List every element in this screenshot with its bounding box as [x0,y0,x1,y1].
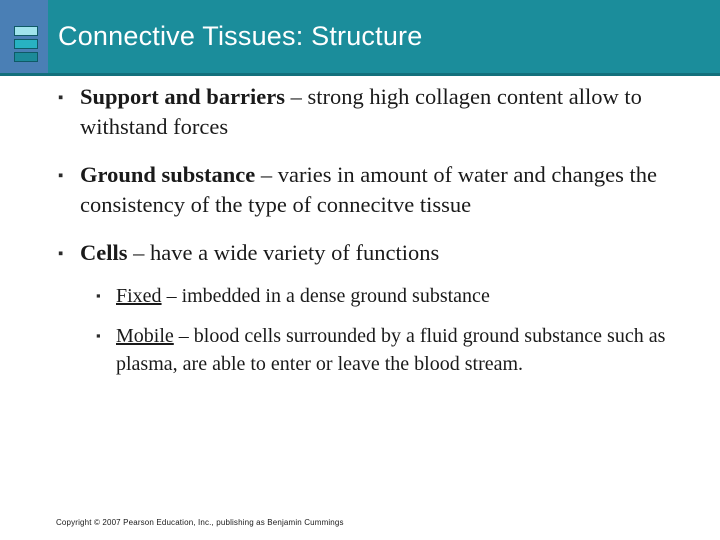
bullet-text: – varies in amount of water and changes … [80,162,658,217]
stacked-bars-icon-bar-2 [14,39,38,49]
bullet-text: – have a wide variety of functions [127,240,440,265]
bullet-marker-icon: ▪ [96,288,101,303]
stacked-bars-icon-bar-1 [14,26,38,36]
bullet-lead: Cells [80,240,128,265]
sub-bullet-text: – imbedded in a dense ground substance [161,285,490,307]
header-icon-panel [0,0,48,73]
bullet-marker-icon: ▪ [58,245,64,262]
slide-title: Connective Tissues: Structure [58,21,423,51]
slide-header: Connective Tissues: Structure [0,0,720,76]
bullet-item: ▪ Ground substance – varies in amount of… [0,160,720,220]
sub-bullet-lead: Fixed [116,285,162,307]
bullet-text: – strong high collagen content allow to … [80,84,642,139]
sub-bullet-text: – blood cells surrounded by a fluid grou… [116,325,666,375]
stacked-bars-icon-bar-3 [14,52,38,62]
sub-bullet-group: ▪ Fixed – imbedded in a dense ground sub… [0,282,720,378]
bullet-item: ▪ Cells – have a wide variety of functio… [0,238,720,268]
bullet-marker-icon: ▪ [58,89,64,106]
sub-bullet-lead: Mobile [116,325,174,347]
stacked-bars-icon [14,26,38,64]
bullet-marker-icon: ▪ [58,167,64,184]
bullet-item: ▪ Support and barriers – strong high col… [0,82,720,142]
bullet-lead: Support and barriers [80,84,286,109]
bullet-marker-icon: ▪ [96,328,101,343]
bullet-lead: Ground substance [80,162,256,187]
sub-bullet-item: ▪ Fixed – imbedded in a dense ground sub… [0,282,720,310]
slide-body: ▪ Support and barriers – strong high col… [0,82,720,390]
sub-bullet-item: ▪ Mobile – blood cells surrounded by a f… [0,322,720,378]
copyright-notice: Copyright © 2007 Pearson Education, Inc.… [56,518,344,527]
